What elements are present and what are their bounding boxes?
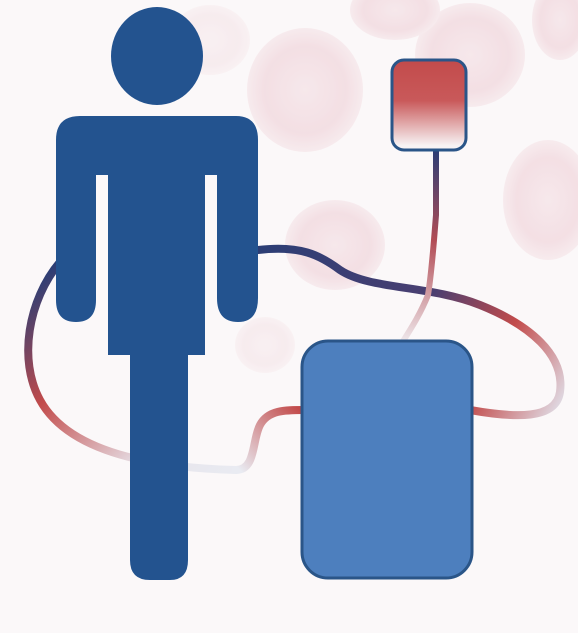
machine-box — [302, 341, 472, 578]
blood-bag-icon — [392, 60, 466, 150]
person-head — [111, 7, 203, 105]
